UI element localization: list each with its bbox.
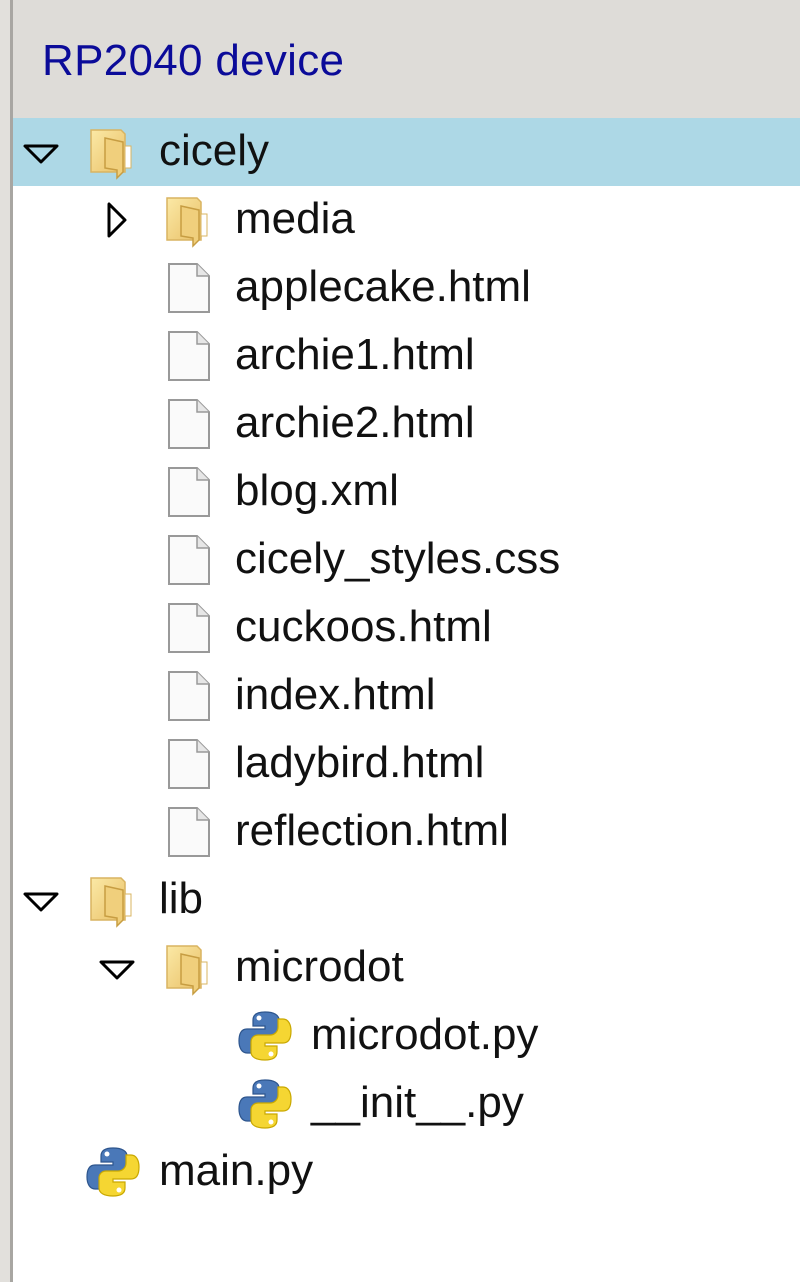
file-icon bbox=[161, 396, 217, 452]
folder-icon bbox=[85, 872, 141, 928]
file-tree[interactable]: cicely media applecake.html archie1.html arc… bbox=[13, 118, 800, 1206]
device-title: RP2040 device bbox=[42, 36, 345, 85]
tree-item-applecake-html[interactable]: applecake.html bbox=[13, 254, 800, 322]
tree-item-cicely-styles-css[interactable]: cicely_styles.css bbox=[13, 526, 800, 594]
tree-item-label: microdot.py bbox=[311, 1010, 539, 1059]
python-file-icon bbox=[237, 1076, 293, 1132]
tree-item-media[interactable]: media bbox=[13, 186, 800, 254]
file-icon bbox=[161, 600, 217, 656]
tree-item-cicely[interactable]: cicely bbox=[13, 118, 800, 186]
folder-icon bbox=[161, 192, 217, 248]
collapse-arrow-icon[interactable] bbox=[21, 132, 61, 172]
file-icon bbox=[161, 804, 217, 860]
tree-item-archie1-html[interactable]: archie1.html bbox=[13, 322, 800, 390]
tree-item-label: main.py bbox=[159, 1146, 314, 1195]
tree-item-label: reflection.html bbox=[235, 806, 509, 855]
tree-item-main-py[interactable]: main.py bbox=[13, 1138, 800, 1206]
tree-item-label: index.html bbox=[235, 670, 436, 719]
file-icon bbox=[161, 736, 217, 792]
panel-left-border bbox=[0, 0, 13, 1282]
tree-item-archie2-html[interactable]: archie2.html bbox=[13, 390, 800, 458]
tree-item-label: archie2.html bbox=[235, 398, 475, 447]
tree-item-label: blog.xml bbox=[235, 466, 399, 515]
tree-item-microdot-py[interactable]: microdot.py bbox=[13, 1002, 800, 1070]
file-icon bbox=[161, 668, 217, 724]
file-icon bbox=[161, 532, 217, 588]
tree-item-label: applecake.html bbox=[235, 262, 531, 311]
file-icon bbox=[161, 328, 217, 384]
tree-item-label: lib bbox=[159, 874, 204, 923]
tree-item-init-py[interactable]: __init__.py bbox=[13, 1070, 800, 1138]
python-file-icon bbox=[237, 1008, 293, 1064]
expand-arrow-icon[interactable] bbox=[97, 200, 137, 240]
collapse-arrow-icon[interactable] bbox=[97, 948, 137, 988]
tree-item-label: archie1.html bbox=[235, 330, 475, 379]
tree-item-blog-xml[interactable]: blog.xml bbox=[13, 458, 800, 526]
tree-item-label: __init__.py bbox=[311, 1078, 524, 1127]
file-icon bbox=[161, 464, 217, 520]
folder-icon bbox=[85, 124, 141, 180]
tree-item-label: cicely_styles.css bbox=[235, 534, 561, 583]
tree-item-index-html[interactable]: index.html bbox=[13, 662, 800, 730]
tree-item-label: cuckoos.html bbox=[235, 602, 492, 651]
tree-item-ladybird-html[interactable]: ladybird.html bbox=[13, 730, 800, 798]
folder-icon bbox=[161, 940, 217, 996]
tree-item-label: media bbox=[235, 194, 355, 243]
file-icon bbox=[161, 260, 217, 316]
tree-item-label: cicely bbox=[159, 126, 270, 175]
tree-item-microdot[interactable]: microdot bbox=[13, 934, 800, 1002]
tree-item-lib[interactable]: lib bbox=[13, 866, 800, 934]
tree-item-reflection-html[interactable]: reflection.html bbox=[13, 798, 800, 866]
panel-header: RP2040 device bbox=[13, 0, 800, 118]
python-file-icon bbox=[85, 1144, 141, 1200]
collapse-arrow-icon[interactable] bbox=[21, 880, 61, 920]
tree-item-label: ladybird.html bbox=[235, 738, 485, 787]
tree-item-label: microdot bbox=[235, 942, 404, 991]
tree-item-cuckoos-html[interactable]: cuckoos.html bbox=[13, 594, 800, 662]
